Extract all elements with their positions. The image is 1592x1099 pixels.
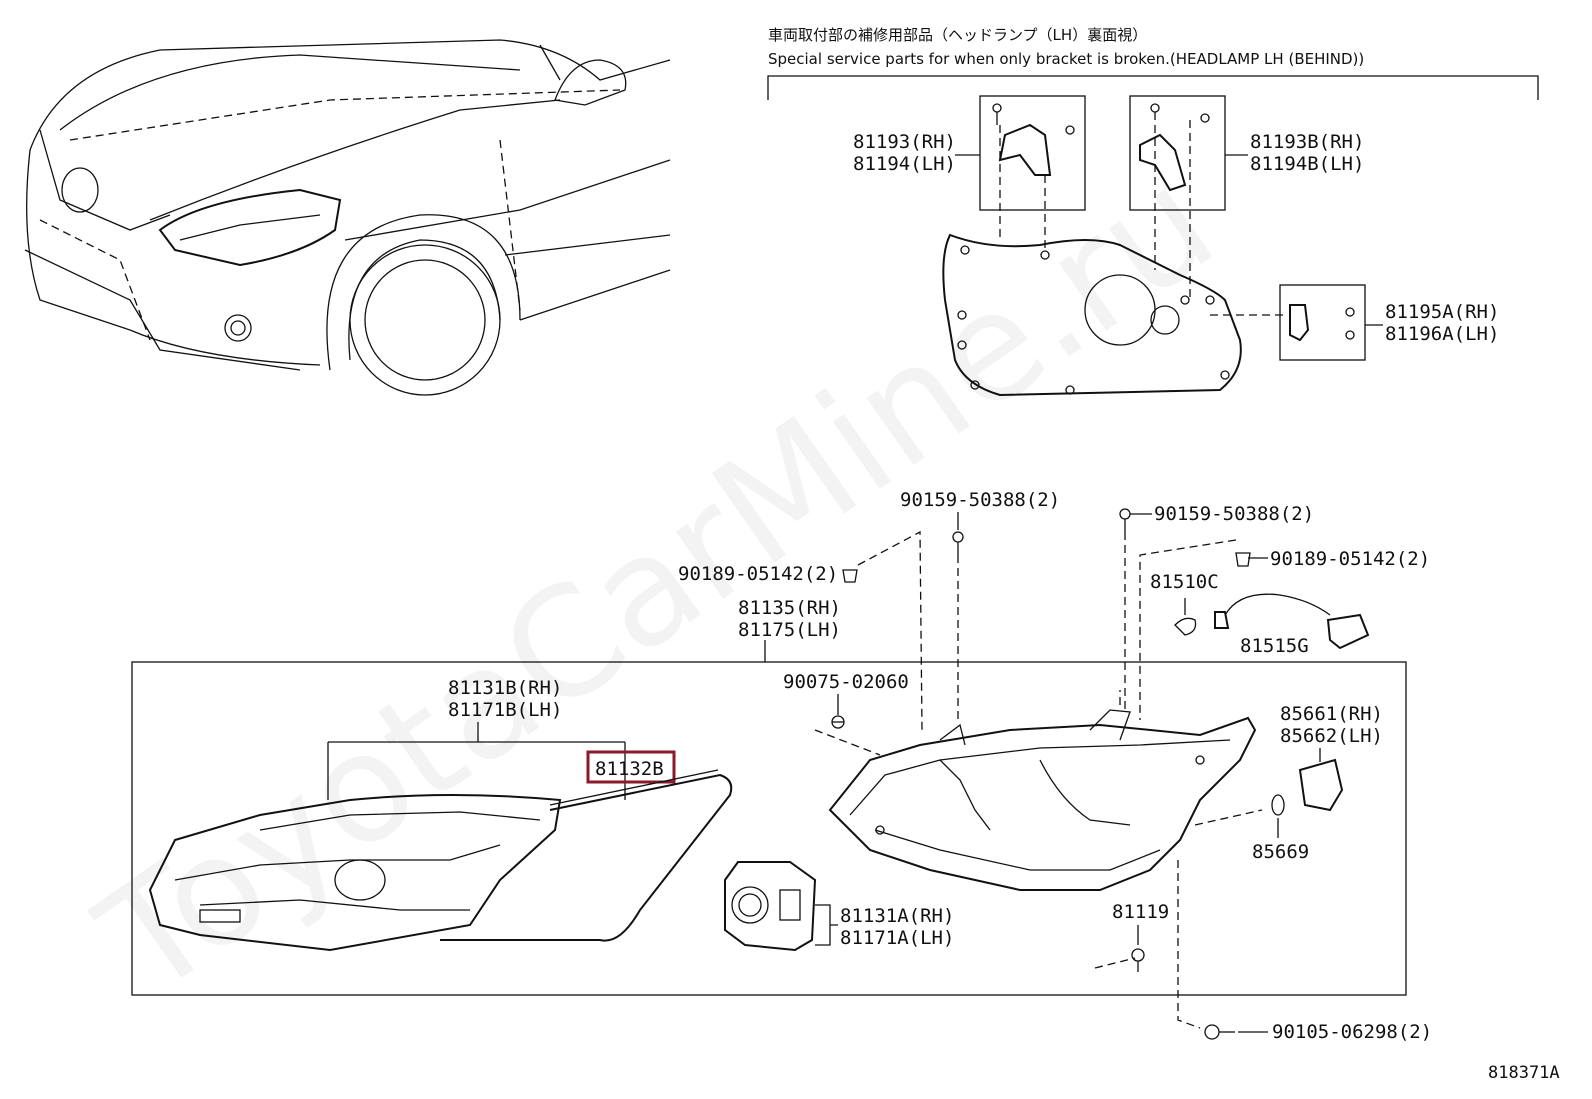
header-title-jp: 車両取付部の補修用部品（ヘッドランプ（LH）裏面視） (768, 26, 1147, 44)
clip-icon (1235, 552, 1251, 567)
label-85661-rh: 85661(RH) (1280, 703, 1383, 725)
bracket-box-81195a (1279, 284, 1366, 361)
bracket-box-81193 (979, 95, 1086, 211)
label-85662-lh: 85662(LH) (1280, 725, 1383, 747)
headlamp-lens (148, 794, 562, 952)
bolt-icon (952, 531, 964, 555)
label-85669: 85669 (1252, 841, 1309, 863)
clip-icon (842, 569, 858, 583)
headlamp-back-housing (942, 233, 1242, 397)
projector-unit-81131a (724, 861, 817, 952)
leveling-motor-icon (1298, 758, 1344, 812)
headlamp-housing-81135 (828, 709, 1257, 891)
label-90189-a: 90189-05142(2) (678, 563, 838, 585)
label-90189-b: 90189-05142(2) (1270, 548, 1430, 570)
bracket-81193b-icon (1139, 103, 1210, 300)
bolt-icon (1131, 948, 1145, 972)
label-90159-b: 90159-50388(2) (1154, 503, 1314, 525)
header-bracket (767, 75, 1539, 100)
seal-gasket-81132b (440, 773, 733, 942)
label-81119: 81119 (1112, 901, 1169, 923)
screw-icon (831, 715, 845, 729)
highlighted-part-81132b[interactable] (586, 750, 676, 784)
assembly-box-81135 (131, 661, 1407, 996)
bracket-81193-icon (992, 103, 1075, 250)
label-81132b[interactable]: 81132B (595, 758, 664, 780)
label-81515g: 81515G (1240, 635, 1309, 657)
label-81171a-lh: 81171A(LH) (840, 927, 954, 949)
label-81171b-lh: 81171B(LH) (448, 699, 562, 721)
bolt-icon (1119, 508, 1131, 532)
watermark-text: ToyotaCarMine.ru (70, 135, 1244, 1030)
label-81194b-lh: 81194B(LH) (1250, 153, 1364, 175)
label-81196a-lh: 81196A(LH) (1385, 323, 1499, 345)
label-81195a-rh: 81195A(RH) (1385, 301, 1499, 323)
label-81175-lh: 81175(LH) (738, 619, 841, 641)
label-81510c: 81510C (1150, 571, 1219, 593)
label-81135-rh: 81135(RH) (738, 597, 841, 619)
o-ring-icon (1271, 794, 1285, 816)
label-81194-lh: 81194(LH) (853, 153, 956, 175)
wire-harness-icon (1214, 593, 1370, 650)
label-81131a-rh: 81131A(RH) (840, 905, 954, 927)
bracket-box-81193b (1129, 95, 1226, 211)
label-81193b-rh: 81193B(RH) (1250, 131, 1364, 153)
label-90075: 90075-02060 (783, 671, 909, 693)
label-90159-a: 90159-50388(2) (900, 489, 1060, 511)
label-81193-rh: 81193(RH) (853, 131, 956, 153)
bulb-socket-icon (1174, 617, 1197, 636)
car-front-illustration (24, 39, 671, 396)
bracket-81195a-icon (1210, 304, 1355, 342)
label-90105: 90105-06298(2) (1272, 1021, 1432, 1043)
label-81131b-rh: 81131B(RH) (448, 677, 562, 699)
bolt-icon (1204, 1024, 1235, 1040)
header-title-en: Special service parts for when only brac… (768, 50, 1364, 68)
diagram-id: 818371A (1488, 1063, 1560, 1083)
